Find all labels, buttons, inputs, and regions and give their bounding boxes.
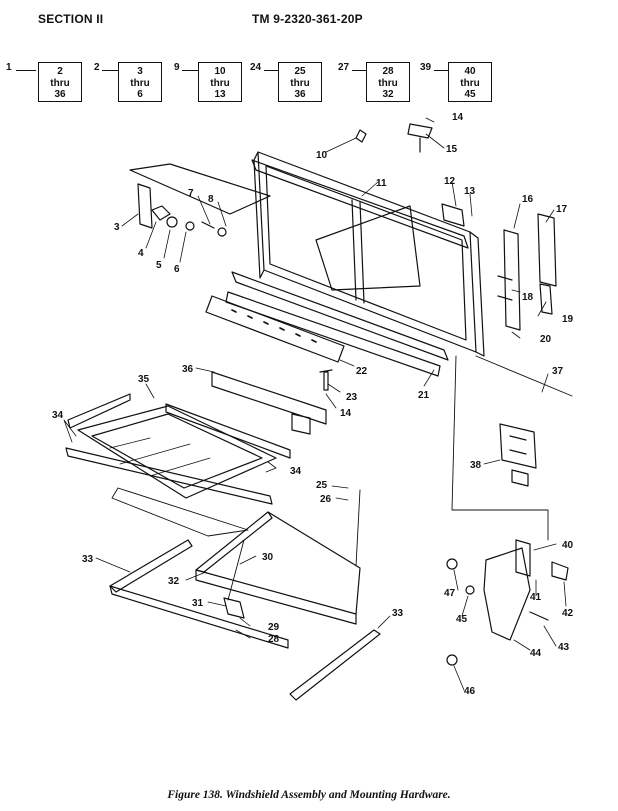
callout: 17 xyxy=(556,204,568,215)
drip-rail xyxy=(205,295,345,363)
callout: 20 xyxy=(540,334,552,345)
callout: 37 xyxy=(552,366,564,377)
callout: 38 xyxy=(470,460,482,471)
callout: 41 xyxy=(530,592,542,603)
callout: 13 xyxy=(464,186,476,197)
bracket-set-38 xyxy=(499,423,537,487)
index-lead: 27 xyxy=(338,62,350,73)
hinge-36 xyxy=(211,371,327,435)
callout: 11 xyxy=(376,178,387,189)
back-panel xyxy=(315,205,421,291)
index-lead: 1 xyxy=(6,62,12,73)
hinge-rail xyxy=(231,271,449,361)
screw-23 xyxy=(319,369,333,391)
callout: 36 xyxy=(182,364,194,375)
callout: 10 xyxy=(316,150,328,161)
callout: 34 xyxy=(290,466,302,477)
index-lead: 9 xyxy=(174,62,180,73)
callout: 33 xyxy=(82,554,94,565)
figure-caption: Figure 138. Windshield Assembly and Moun… xyxy=(167,789,451,801)
callout-leaders xyxy=(63,117,567,691)
callout: 47 xyxy=(444,588,456,599)
callout: 30 xyxy=(262,552,274,563)
hinge-assembly-40 xyxy=(446,539,569,666)
top-seal xyxy=(251,159,469,249)
callout: 28 xyxy=(268,634,280,645)
shadow-plate xyxy=(129,163,271,215)
callout: 7 xyxy=(188,188,194,199)
callout: 25 xyxy=(316,480,328,491)
leader-lines xyxy=(227,355,573,601)
callout-numbers: 3 4 5 6 7 8 10 11 12 13 14 15 16 17 18 1… xyxy=(52,112,574,697)
callout: 31 xyxy=(192,598,204,609)
left-hinge-parts xyxy=(137,183,227,237)
callout: 35 xyxy=(138,374,150,385)
glass-assembly xyxy=(65,393,291,537)
callout: 26 xyxy=(320,494,332,505)
callout: 34 xyxy=(52,410,64,421)
callout: 22 xyxy=(356,366,368,377)
callout: 12 xyxy=(444,176,456,187)
callout: 18 xyxy=(522,292,534,303)
callout: 6 xyxy=(174,264,180,275)
callout: 44 xyxy=(530,648,542,659)
callout: 43 xyxy=(558,642,570,653)
callout: 14 xyxy=(452,112,464,123)
index-lead: 39 xyxy=(420,62,432,73)
callout: 21 xyxy=(418,390,430,401)
callout: 5 xyxy=(156,260,162,271)
callout: 29 xyxy=(268,622,280,633)
knob-10 xyxy=(355,129,367,143)
lower-frame xyxy=(109,511,381,701)
index-lead: 2 xyxy=(94,62,100,73)
bottom-seal xyxy=(225,291,441,377)
callout: 16 xyxy=(522,194,534,205)
index-lead: 24 xyxy=(250,62,262,73)
callout: 4 xyxy=(138,248,144,259)
callout: 33 xyxy=(392,608,404,619)
callout: 46 xyxy=(464,686,476,697)
drip-rail-holes xyxy=(231,309,317,343)
t-handle-15 xyxy=(407,123,433,153)
tm-number: TM 9-2320-361-20P xyxy=(252,12,363,26)
callout: 32 xyxy=(168,576,180,587)
windshield-frame xyxy=(253,151,485,357)
callout: 23 xyxy=(346,392,358,403)
callout: 42 xyxy=(562,608,574,619)
callout: 8 xyxy=(208,194,214,205)
callout: 3 xyxy=(114,222,120,233)
right-bracket-parts xyxy=(441,203,557,331)
callout: 40 xyxy=(562,540,574,551)
section-label: SECTION II xyxy=(38,12,104,26)
callout: 14 xyxy=(340,408,352,419)
callout: 45 xyxy=(456,614,468,625)
callout: 15 xyxy=(446,144,458,155)
callout: 19 xyxy=(562,314,574,325)
